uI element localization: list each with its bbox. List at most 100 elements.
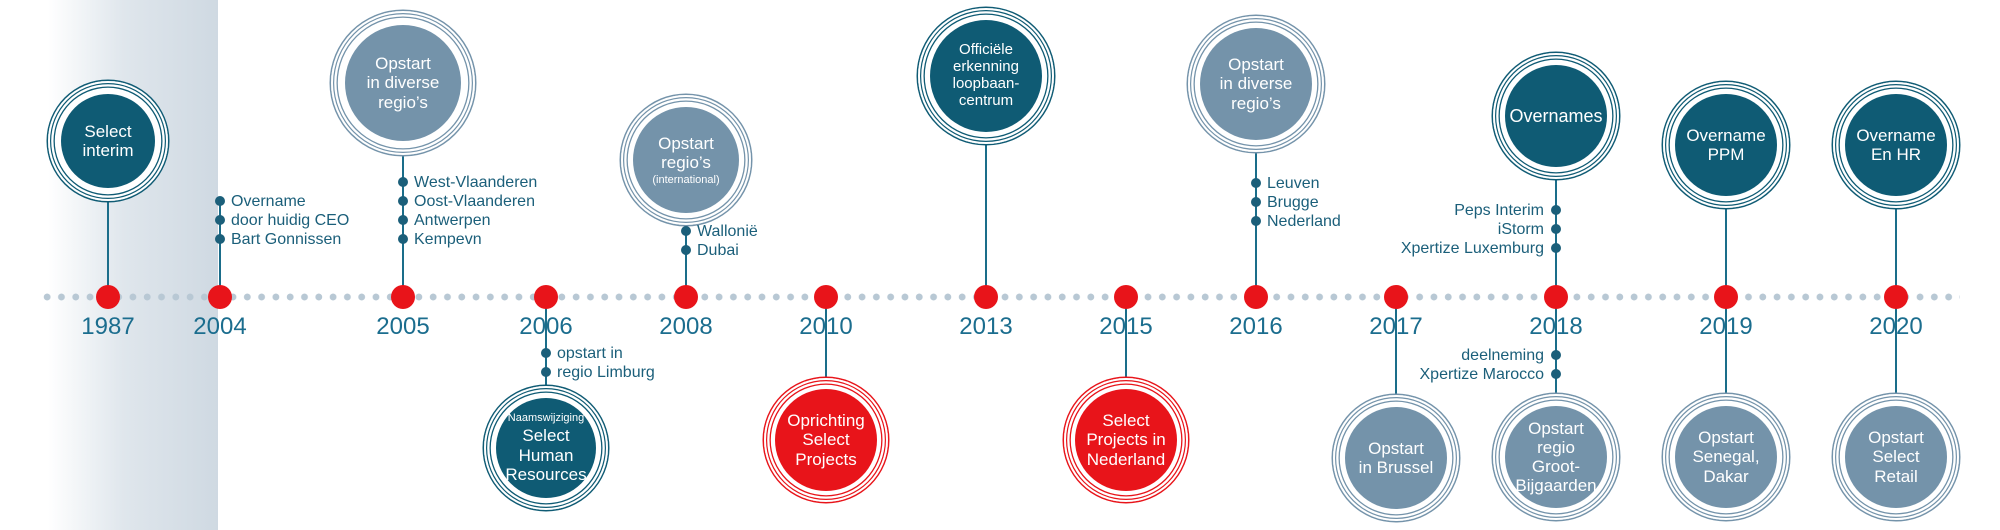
event-2005-up-bubble-label-line: regio’s [378, 92, 428, 112]
event-2006-down-bubble-label-line: Human [518, 445, 574, 465]
event-1987-connector-up [107, 201, 109, 297]
event-2018-marker [1544, 285, 1568, 309]
event-2008-up-bubble-label-line: Opstart [658, 133, 714, 153]
event-2019-down-bubble-label-line: Dakar [1703, 466, 1749, 486]
event-2005-note-up-text: Kempevn [414, 231, 482, 248]
event-1987-year-label: 1987 [81, 313, 135, 340]
event-2008-up-bubble-label-line: regio’s [661, 152, 711, 172]
event-2017-year-label: 2017 [1369, 313, 1423, 340]
event-2005-note-up-text: West-Vlaanderen [414, 174, 538, 191]
event-2018-note-down-bullet [1551, 369, 1561, 379]
event-2020-connector-up [1895, 208, 1897, 297]
event-2018-note-down-bullet [1551, 350, 1561, 360]
event-2020-up-bubble-label-line: Overname [1856, 125, 1936, 145]
event-2016-up-bubble-label-line: regio’s [1231, 93, 1281, 113]
event-2018-year-label: 2018 [1529, 313, 1583, 340]
event-2004-note-up-text: door huidig CEO [231, 212, 350, 229]
event-2020-down-bubble-label-line: Retail [1874, 466, 1918, 486]
event-1987-up-bubble-label-line: interim [82, 141, 134, 160]
event-2010-connector-down [825, 297, 827, 378]
event-2008-marker [674, 285, 698, 309]
event-2016-marker [1244, 285, 1268, 309]
event-2005-year-label: 2005 [376, 313, 430, 340]
event-2018-down-bubble-label-line: regio Groot- [1531, 437, 1581, 476]
event-2018-down-bubble-label-line: Opstart [1528, 418, 1584, 438]
event-2013-year-label: 2013 [959, 313, 1013, 340]
event-2008-up-bubble-small-label: (international) [652, 173, 720, 186]
timeline-axis [40, 293, 1960, 301]
event-2005-connector-up [402, 155, 404, 297]
event-2020-up-bubble-label-line: En HR [1870, 145, 1922, 164]
event-2008-note-up-bullet [681, 226, 691, 236]
event-2016-note-up-text: Brugge [1267, 194, 1319, 211]
event-2005-up-bubble-label-line: in diverse [366, 73, 440, 93]
event-2006-down-bubble-small-label: Naamswijziging [507, 411, 585, 424]
event-2016-note-up-bullet [1251, 178, 1261, 188]
event-2010-down-bubble-label-line: Projects [795, 449, 857, 469]
event-2017-marker [1384, 285, 1408, 309]
event-2020-down-bubble-label-line: Opstart [1868, 428, 1924, 448]
event-2020-marker [1884, 285, 1908, 309]
event-2010-year-label: 2010 [799, 313, 853, 340]
event-2016-year-label: 2016 [1229, 313, 1283, 340]
event-2019-up-bubble-label-line: PPM [1707, 145, 1745, 164]
event-2008-connector-up [685, 225, 687, 297]
event-2006-note-down-text: regio Limburg [557, 364, 655, 381]
event-2016-note-up-bullet [1251, 197, 1261, 207]
event-2018-connector-up [1555, 179, 1557, 297]
event-2019-marker [1714, 285, 1738, 309]
event-2004-note-up-bullet [215, 234, 225, 244]
event-2017-connector-down [1395, 297, 1397, 395]
event-2006-down-bubble-label-line: Select [522, 426, 570, 446]
event-2006-note-down-text: opstart in [557, 345, 623, 362]
event-2006-marker [534, 285, 558, 309]
event-2016-up-bubble-label-line: Opstart [1228, 55, 1284, 75]
event-2005-note-up-text: Antwerpen [414, 212, 491, 229]
event-2005-up-bubble-label-line: Opstart [375, 54, 431, 74]
event-2004-year-label: 2004 [193, 313, 247, 340]
event-2006-note-down-bullet [541, 348, 551, 358]
event-2013-connector-up [985, 144, 987, 297]
event-2019-year-label: 2019 [1699, 313, 1753, 340]
event-2020-connector-down [1895, 297, 1897, 394]
event-2018-note-up-text: Xpertize Luxemburg [1400, 240, 1544, 257]
event-2010-marker [814, 285, 838, 309]
event-2017-down-bubble-label-line: Opstart [1368, 438, 1424, 458]
event-1987-up-bubble-label-line: Select [84, 121, 132, 141]
event-2016-note-up-text: Leuven [1267, 175, 1320, 192]
event-2017-down-bubble-label-line: in Brussel [1358, 458, 1434, 477]
event-2010-down-bubble-label-line: Oprichting [787, 411, 865, 431]
event-2020-down-bubble-label-line: Select [1872, 447, 1920, 467]
event-2018-up-bubble: Overnames [1505, 65, 1607, 167]
event-2019-down-bubble-label-line: Opstart [1698, 428, 1754, 448]
event-2015-marker [1114, 285, 1138, 309]
event-2019-connector-up [1725, 208, 1727, 297]
event-2013-marker [974, 285, 998, 309]
event-2005-note-up-bullet [398, 234, 408, 244]
event-2019-down-bubble-label-line: Senegal, [1692, 447, 1760, 467]
event-2008-note-up-bullet [681, 245, 691, 255]
event-2006-year-label: 2006 [519, 313, 573, 340]
event-2018-note-up-bullet [1551, 205, 1561, 215]
event-2018-up-bubble-label-line: Overnames [1509, 105, 1603, 126]
event-2018-note-up-text: iStorm [1497, 221, 1544, 238]
event-2005-note-up-text: Oost-Vlaanderen [414, 193, 535, 210]
event-2013-up-bubble-label-line: loopbaan- [952, 75, 1020, 92]
event-2018-note-up-text: Peps Interim [1454, 202, 1544, 219]
event-2004-connector-up [219, 201, 221, 297]
event-2018-down-bubble-label-line: Bijgaarden [1515, 476, 1597, 496]
event-2018-note-up-bullet [1551, 224, 1561, 234]
event-2013-up-bubble-label-line: erkenning [953, 58, 1019, 76]
event-2004-note-up-bullet [215, 215, 225, 225]
